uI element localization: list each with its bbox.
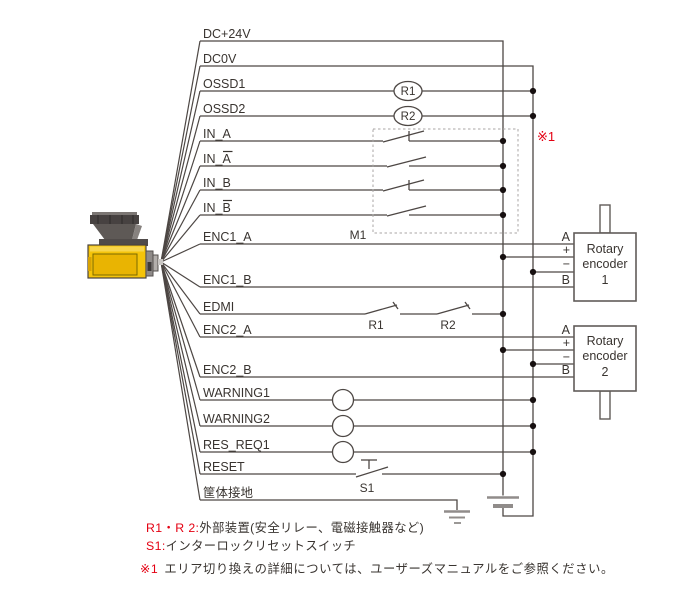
encoder2-label-line1: Rotary <box>587 334 625 348</box>
laser-scanner-device <box>87 212 163 279</box>
encoder2-terminal-a: A <box>562 323 571 337</box>
encoder2-shaft <box>599 390 611 420</box>
footnote-relays: R1・R 2:外部装置(安全リレー、電磁接触器など) <box>146 520 424 535</box>
encoder2-label-line2: encoder <box>582 349 627 363</box>
footnote-s1-body: インターロックリセットスイッチ <box>166 539 356 553</box>
relay-coil-r1: R1 <box>393 80 423 102</box>
area-switch-group-box <box>372 128 519 234</box>
signal-label-resreq1: RES_REQ1 <box>203 438 270 452</box>
relay-coil-r2: R2 <box>393 105 423 127</box>
wire-dc24v <box>200 40 504 496</box>
signal-label-chassis-ground: 筐体接地 <box>203 485 254 500</box>
encoder1-terminal-b: B <box>562 273 570 287</box>
contact-r1-blade <box>364 304 398 315</box>
signal-labels: DC+24V DC0V OSSD1 OSSD2 IN_A IN_A IN_B I… <box>203 27 270 500</box>
footnotes: R1・R 2:外部装置(安全リレー、電磁接触器など) S1:インターロックリセッ… <box>140 520 614 576</box>
area-switch-note-marker: ※1 <box>537 129 555 144</box>
switch-inabar-blade <box>386 156 427 168</box>
signal-label-enc2a: ENC2_A <box>203 323 252 337</box>
switch-inbbar-blade <box>386 205 427 217</box>
encoder2-box <box>573 325 637 392</box>
encoder1-terminal-plus: + <box>563 243 570 257</box>
signal-label-warning2: WARNING2 <box>203 412 270 426</box>
encoder1-label-line3: 1 <box>602 273 609 287</box>
wire-chassis-ground <box>200 499 458 510</box>
encoder1-label-line2: encoder <box>582 257 627 271</box>
junction-dots <box>499 87 537 478</box>
signal-label-edmi: EDMI <box>203 300 234 314</box>
footnote-area-switch-body: エリア切り換えの詳細については、ユーザーズマニュアルをご参照ください。 <box>164 561 614 576</box>
signal-label-reset: RESET <box>203 460 245 474</box>
switch-ina-blade <box>382 130 425 143</box>
switch-inb-blade <box>382 179 425 192</box>
signal-label-enc2b: ENC2_B <box>203 363 252 377</box>
signal-label-in-a-bar: IN_A <box>203 152 231 166</box>
edm-contact-r1-label: R1 <box>368 318 384 332</box>
signal-label-dc24v: DC+24V <box>203 27 251 41</box>
switch-s1-blade <box>355 466 389 478</box>
signal-label-ossd1: OSSD1 <box>203 77 245 91</box>
footnote-s1-prefix: S1: <box>146 539 166 553</box>
footnote-relays-prefix: R1・R 2: <box>146 521 199 535</box>
wire-dc0v <box>200 65 534 517</box>
reset-switch-label: S1 <box>360 481 375 495</box>
encoder1-label-line1: Rotary <box>587 242 625 256</box>
area-switch-group-label: M1 <box>350 228 367 242</box>
device-cable-gland <box>152 254 159 272</box>
signal-wires <box>200 40 574 517</box>
encoder1-terminal-a: A <box>562 230 571 244</box>
signal-label-enc1b: ENC1_B <box>203 273 252 287</box>
rotary-encoder-2: Rotary encoder 2 A + − B <box>562 323 637 420</box>
encoder1-shaft <box>599 204 611 234</box>
device-cable-stub <box>158 259 163 265</box>
lamp-warning1 <box>331 388 355 412</box>
signal-label-ossd2: OSSD2 <box>203 102 245 116</box>
relay-coil-r2-label: R2 <box>401 111 416 123</box>
footnote-relays-body: 外部装置(安全リレー、電磁接触器など) <box>199 520 424 535</box>
power-supply-symbol <box>487 496 519 508</box>
contact-r1-tick <box>392 301 399 310</box>
lamp-warning2 <box>331 414 355 438</box>
relay-coil-r1-label: R1 <box>401 86 416 98</box>
contact-r2-blade <box>436 304 470 315</box>
encoder2-terminal-minus: − <box>563 350 570 364</box>
footnote-area-switch-prefix: ※1 <box>140 562 158 576</box>
encoder2-label-line3: 2 <box>602 365 609 379</box>
encoder1-box <box>573 232 637 302</box>
footnote-area-switch: ※1 エリア切り換えの詳細については、ユーザーズマニュアルをご参照ください。 <box>140 561 614 576</box>
indicator-lamps <box>331 388 355 464</box>
edm-contact-r2-label: R2 <box>440 318 456 332</box>
encoder2-terminal-b: B <box>562 363 570 377</box>
encoder2-terminal-plus: + <box>563 336 570 350</box>
contact-r2-tick <box>464 301 471 310</box>
signal-label-warning1: WARNING1 <box>203 386 270 400</box>
lamp-resreq1 <box>331 440 355 464</box>
footnote-s1: S1:インターロックリセットスイッチ <box>146 539 356 553</box>
signal-label-in-b-bar: IN_B <box>203 201 231 215</box>
signal-label-enc1a: ENC1_A <box>203 230 252 244</box>
signal-label-in-b: IN_B <box>203 176 231 190</box>
wire-fan <box>160 40 201 501</box>
signal-label-in-a: IN_A <box>203 127 231 141</box>
encoder1-terminal-minus: − <box>563 257 570 271</box>
earth-ground-symbol <box>444 510 470 524</box>
signal-label-dc0v: DC0V <box>203 52 237 66</box>
rotary-encoder-1: Rotary encoder 1 A + − B <box>562 204 637 302</box>
